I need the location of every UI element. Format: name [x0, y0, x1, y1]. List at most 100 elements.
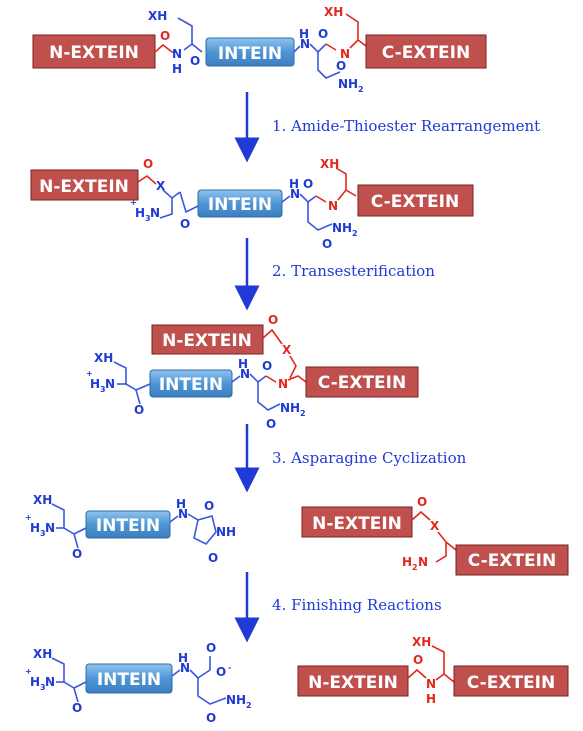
- n-extein-box: [151, 324, 264, 355]
- svg-text:3: 3: [100, 385, 106, 394]
- row-5-products: XH + H 3 N O INTEIN H N O O - O NH 2 N-E…: [25, 635, 569, 725]
- svg-text:H: H: [176, 497, 186, 511]
- intein-box: [149, 369, 233, 398]
- svg-text:H: H: [299, 27, 309, 41]
- n-extein-label: N-EXTEIN: [39, 177, 129, 197]
- svg-text:3: 3: [40, 683, 46, 692]
- svg-text:NH: NH: [226, 693, 246, 707]
- svg-text:2: 2: [412, 563, 418, 572]
- svg-text:H: H: [135, 206, 145, 220]
- svg-text:N: N: [105, 377, 115, 391]
- c-extein-box: [453, 665, 569, 697]
- svg-text:O: O: [322, 237, 332, 251]
- svg-text:X: X: [282, 343, 292, 357]
- svg-text:O: O: [72, 547, 82, 561]
- svg-text:2: 2: [300, 409, 306, 418]
- step-2-label: 2. Transesterification: [272, 262, 435, 280]
- intein-label: INTEIN: [208, 195, 272, 215]
- svg-text:N: N: [178, 507, 188, 521]
- svg-text:O: O: [134, 403, 144, 417]
- svg-text:O: O: [262, 359, 272, 373]
- c-extein-label: C-EXTEIN: [468, 551, 556, 571]
- svg-text:N: N: [150, 206, 160, 220]
- svg-text:H: H: [402, 555, 412, 569]
- svg-text:H: H: [289, 177, 299, 191]
- svg-text:H: H: [30, 675, 40, 689]
- svg-text:3: 3: [145, 214, 151, 223]
- row-4-succinimide: XH + H 3 N O INTEIN H N O NH O N-EXTEIN …: [25, 493, 569, 576]
- svg-text:N: N: [290, 187, 300, 201]
- svg-text:O: O: [268, 313, 278, 327]
- c-extein-label: C-EXTEIN: [467, 673, 555, 693]
- svg-text:N: N: [278, 377, 288, 391]
- intein-box: [85, 510, 171, 539]
- svg-text:XH: XH: [33, 647, 52, 661]
- step-1-label: 1. Amide-Thioester Rearrangement: [272, 117, 540, 135]
- svg-text:O: O: [208, 551, 218, 565]
- n-extein-box: [297, 665, 409, 697]
- intein-box: [85, 663, 173, 694]
- c-extein-box: [365, 34, 487, 69]
- svg-text:O: O: [336, 59, 346, 73]
- svg-text:XH: XH: [324, 5, 343, 19]
- intein-box: [197, 189, 283, 218]
- svg-text:N: N: [45, 521, 55, 535]
- svg-text:XH: XH: [412, 635, 431, 649]
- intein-label: INTEIN: [97, 670, 161, 690]
- n-extein-label: N-EXTEIN: [312, 514, 402, 534]
- n-extein-box: [301, 506, 413, 538]
- svg-text:XH: XH: [94, 351, 113, 365]
- svg-text:+: +: [130, 198, 137, 207]
- svg-text:NH: NH: [216, 525, 236, 539]
- c-extein-box: [305, 366, 419, 398]
- svg-text:XH: XH: [33, 493, 52, 507]
- svg-text:H: H: [426, 692, 436, 706]
- svg-text:H: H: [172, 62, 182, 76]
- svg-text:N: N: [340, 47, 350, 61]
- svg-text:+: +: [25, 667, 32, 676]
- svg-text:N: N: [240, 367, 250, 381]
- intein-label: INTEIN: [218, 44, 282, 64]
- n-extein-box: [32, 34, 156, 69]
- svg-text:O: O: [318, 27, 328, 41]
- svg-text:O: O: [216, 665, 226, 679]
- svg-text:NH: NH: [332, 221, 352, 235]
- row-2-thioester: N-EXTEIN O X + H 3 N O INTEIN H N O O NH…: [30, 157, 474, 251]
- c-extein-box: [357, 184, 474, 217]
- svg-text:2: 2: [358, 85, 364, 94]
- svg-text:H: H: [238, 357, 248, 371]
- svg-text:O: O: [143, 157, 153, 171]
- svg-text:H: H: [178, 651, 188, 665]
- svg-text:N: N: [45, 675, 55, 689]
- svg-text:N: N: [172, 47, 182, 61]
- svg-text:N: N: [418, 555, 428, 569]
- svg-text:N: N: [426, 677, 436, 691]
- svg-text:N: N: [180, 661, 190, 675]
- c-extein-label: C-EXTEIN: [382, 43, 470, 63]
- svg-text:XH: XH: [320, 157, 339, 171]
- svg-text:O: O: [206, 641, 216, 655]
- svg-text:+: +: [86, 369, 93, 378]
- svg-text:O: O: [204, 499, 214, 513]
- step-4-label: 4. Finishing Reactions: [272, 596, 442, 614]
- svg-text:N: N: [300, 37, 310, 51]
- svg-text:H: H: [30, 521, 40, 535]
- row-3-branched-intermediate: N-EXTEIN O X XH + H 3 N O INTEIN H N O O…: [86, 313, 419, 431]
- svg-text:O: O: [190, 54, 200, 68]
- svg-text:XH: XH: [148, 9, 167, 23]
- svg-text:3: 3: [40, 529, 46, 538]
- svg-text:O: O: [303, 177, 313, 191]
- c-extein-label: C-EXTEIN: [371, 192, 459, 212]
- c-extein-box: [455, 544, 569, 576]
- intein-label: INTEIN: [96, 516, 160, 536]
- intein-label: INTEIN: [159, 375, 223, 395]
- svg-text:O: O: [206, 711, 216, 725]
- svg-text:O: O: [417, 495, 427, 509]
- svg-text:X: X: [156, 179, 166, 193]
- svg-text:NH: NH: [338, 77, 358, 91]
- svg-text:O: O: [72, 701, 82, 715]
- svg-text:O: O: [413, 653, 423, 667]
- svg-text:NH: NH: [280, 401, 300, 415]
- svg-text:O: O: [180, 217, 190, 231]
